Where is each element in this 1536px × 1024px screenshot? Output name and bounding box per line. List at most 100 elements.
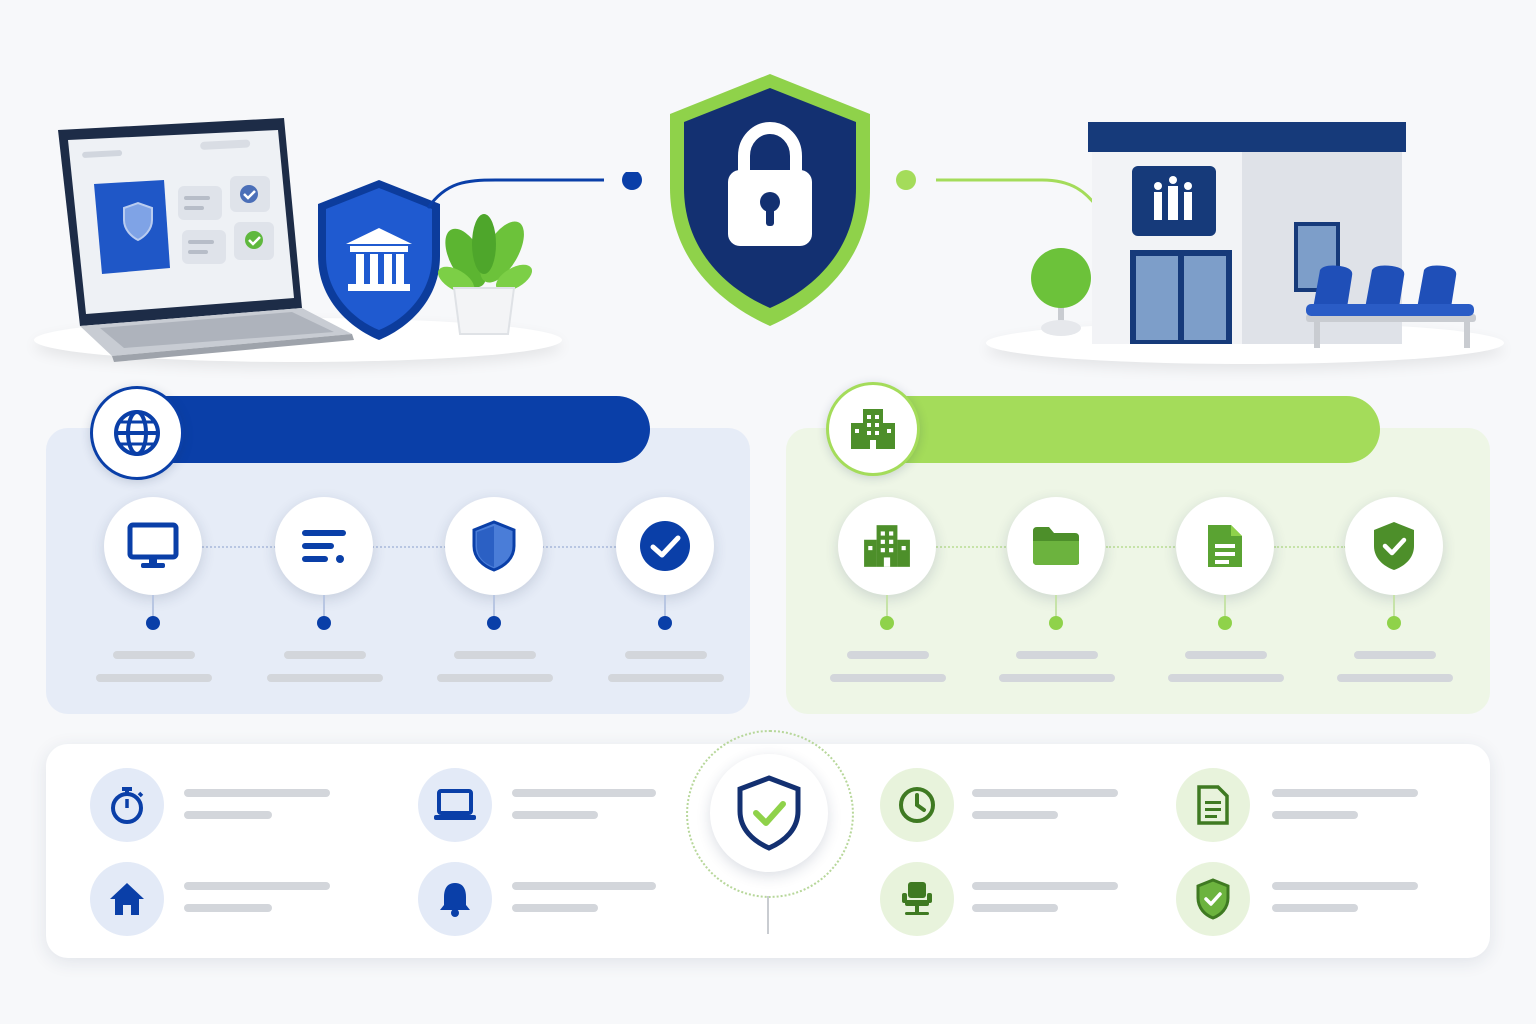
text-placeholder [972, 882, 1118, 890]
text-placeholder [1354, 651, 1436, 659]
text-placeholder [113, 651, 195, 659]
online-step-stem [323, 595, 325, 619]
benefit-item [90, 862, 164, 936]
office-building-icon [851, 409, 895, 449]
center-ring [686, 730, 854, 898]
in-person-step-stem [886, 595, 888, 619]
text-placeholder [830, 674, 946, 682]
in-person-step-stem [1224, 595, 1226, 619]
monitor-icon [127, 522, 179, 568]
document-icon [1197, 785, 1229, 825]
bell-icon [440, 883, 470, 917]
benefit-item [90, 768, 164, 842]
laptop-icon [434, 789, 476, 820]
center-stem [767, 896, 769, 934]
text-placeholder [999, 674, 1115, 682]
benefit-item [1176, 862, 1250, 936]
in-person-step-stem [1393, 595, 1395, 619]
online-header-bar [120, 396, 650, 463]
office-building-icon [864, 525, 910, 567]
in-person-step-2 [1007, 497, 1105, 595]
text-placeholder [972, 904, 1058, 912]
shield-check-icon [737, 775, 801, 851]
online-step-stem [493, 595, 495, 619]
online-step-dot [658, 616, 672, 630]
text-placeholder [1168, 674, 1284, 682]
online-step-4 [616, 497, 714, 595]
text-placeholder [1272, 882, 1418, 890]
in-person-step-stem [1055, 595, 1057, 619]
text-placeholder [1016, 651, 1098, 659]
text-placeholder [1337, 674, 1453, 682]
text-placeholder [972, 789, 1118, 797]
online-step-dot [487, 616, 501, 630]
bank-shield-icon [318, 180, 440, 340]
in-person-step-link [1106, 546, 1178, 548]
benefit-item [880, 862, 954, 936]
online-step-3 [445, 497, 543, 595]
in-person-step-link [1274, 546, 1346, 548]
in-person-step-1 [838, 497, 936, 595]
online-step-1 [104, 497, 202, 595]
form-lines-icon [302, 530, 346, 563]
check-circle-icon [640, 521, 690, 571]
benefit-item [418, 768, 492, 842]
home-icon [110, 883, 144, 915]
in-person-step-4 [1345, 497, 1443, 595]
in-person-step-3 [1176, 497, 1274, 595]
text-placeholder [1185, 651, 1267, 659]
benefit-item [418, 862, 492, 936]
clock-icon [899, 787, 935, 823]
text-placeholder [608, 674, 724, 682]
benefit-item [1176, 768, 1250, 842]
shield-check-icon [1196, 878, 1230, 920]
online-step-link [542, 546, 616, 548]
shield-icon [472, 520, 516, 572]
office-building-illustration [1031, 122, 1476, 348]
text-placeholder [96, 674, 212, 682]
in-person-header-badge [826, 382, 920, 476]
text-placeholder [267, 674, 383, 682]
globe-icon [114, 410, 160, 456]
text-placeholder [437, 674, 553, 682]
text-placeholder [1272, 811, 1358, 819]
in-person-step-dot [1049, 616, 1063, 630]
laptop-illustration [58, 118, 354, 362]
benefit-item [880, 768, 954, 842]
online-step-dot [317, 616, 331, 630]
online-step-stem [152, 595, 154, 619]
text-placeholder [284, 651, 366, 659]
text-placeholder [184, 882, 330, 890]
office-chair-icon [902, 882, 932, 915]
padlock-shield-icon [670, 74, 870, 326]
in-person-step-dot [880, 616, 894, 630]
text-placeholder [184, 789, 330, 797]
text-placeholder [625, 651, 707, 659]
online-step-dot [146, 616, 160, 630]
text-placeholder [512, 811, 598, 819]
online-header-badge [90, 386, 184, 480]
in-person-header-bar [860, 396, 1380, 463]
in-person-step-dot [1218, 616, 1232, 630]
in-person-step-link [936, 546, 1010, 548]
text-placeholder [847, 651, 929, 659]
text-placeholder [972, 811, 1058, 819]
text-placeholder [512, 904, 598, 912]
document-icon [1208, 525, 1242, 567]
text-placeholder [454, 651, 536, 659]
online-step-link [372, 546, 446, 548]
in-person-step-dot [1387, 616, 1401, 630]
plant-icon [437, 214, 532, 335]
center-shield-badge [710, 754, 828, 872]
text-placeholder [512, 882, 656, 890]
text-placeholder [184, 811, 272, 819]
folder-icon [1033, 527, 1079, 565]
shield-check-icon [1374, 522, 1414, 570]
text-placeholder [512, 789, 656, 797]
text-placeholder [1272, 789, 1418, 797]
text-placeholder [184, 904, 272, 912]
online-step-2 [275, 497, 373, 595]
stopwatch-icon [111, 787, 144, 824]
text-placeholder [1272, 904, 1358, 912]
connector-line-left [426, 172, 642, 209]
